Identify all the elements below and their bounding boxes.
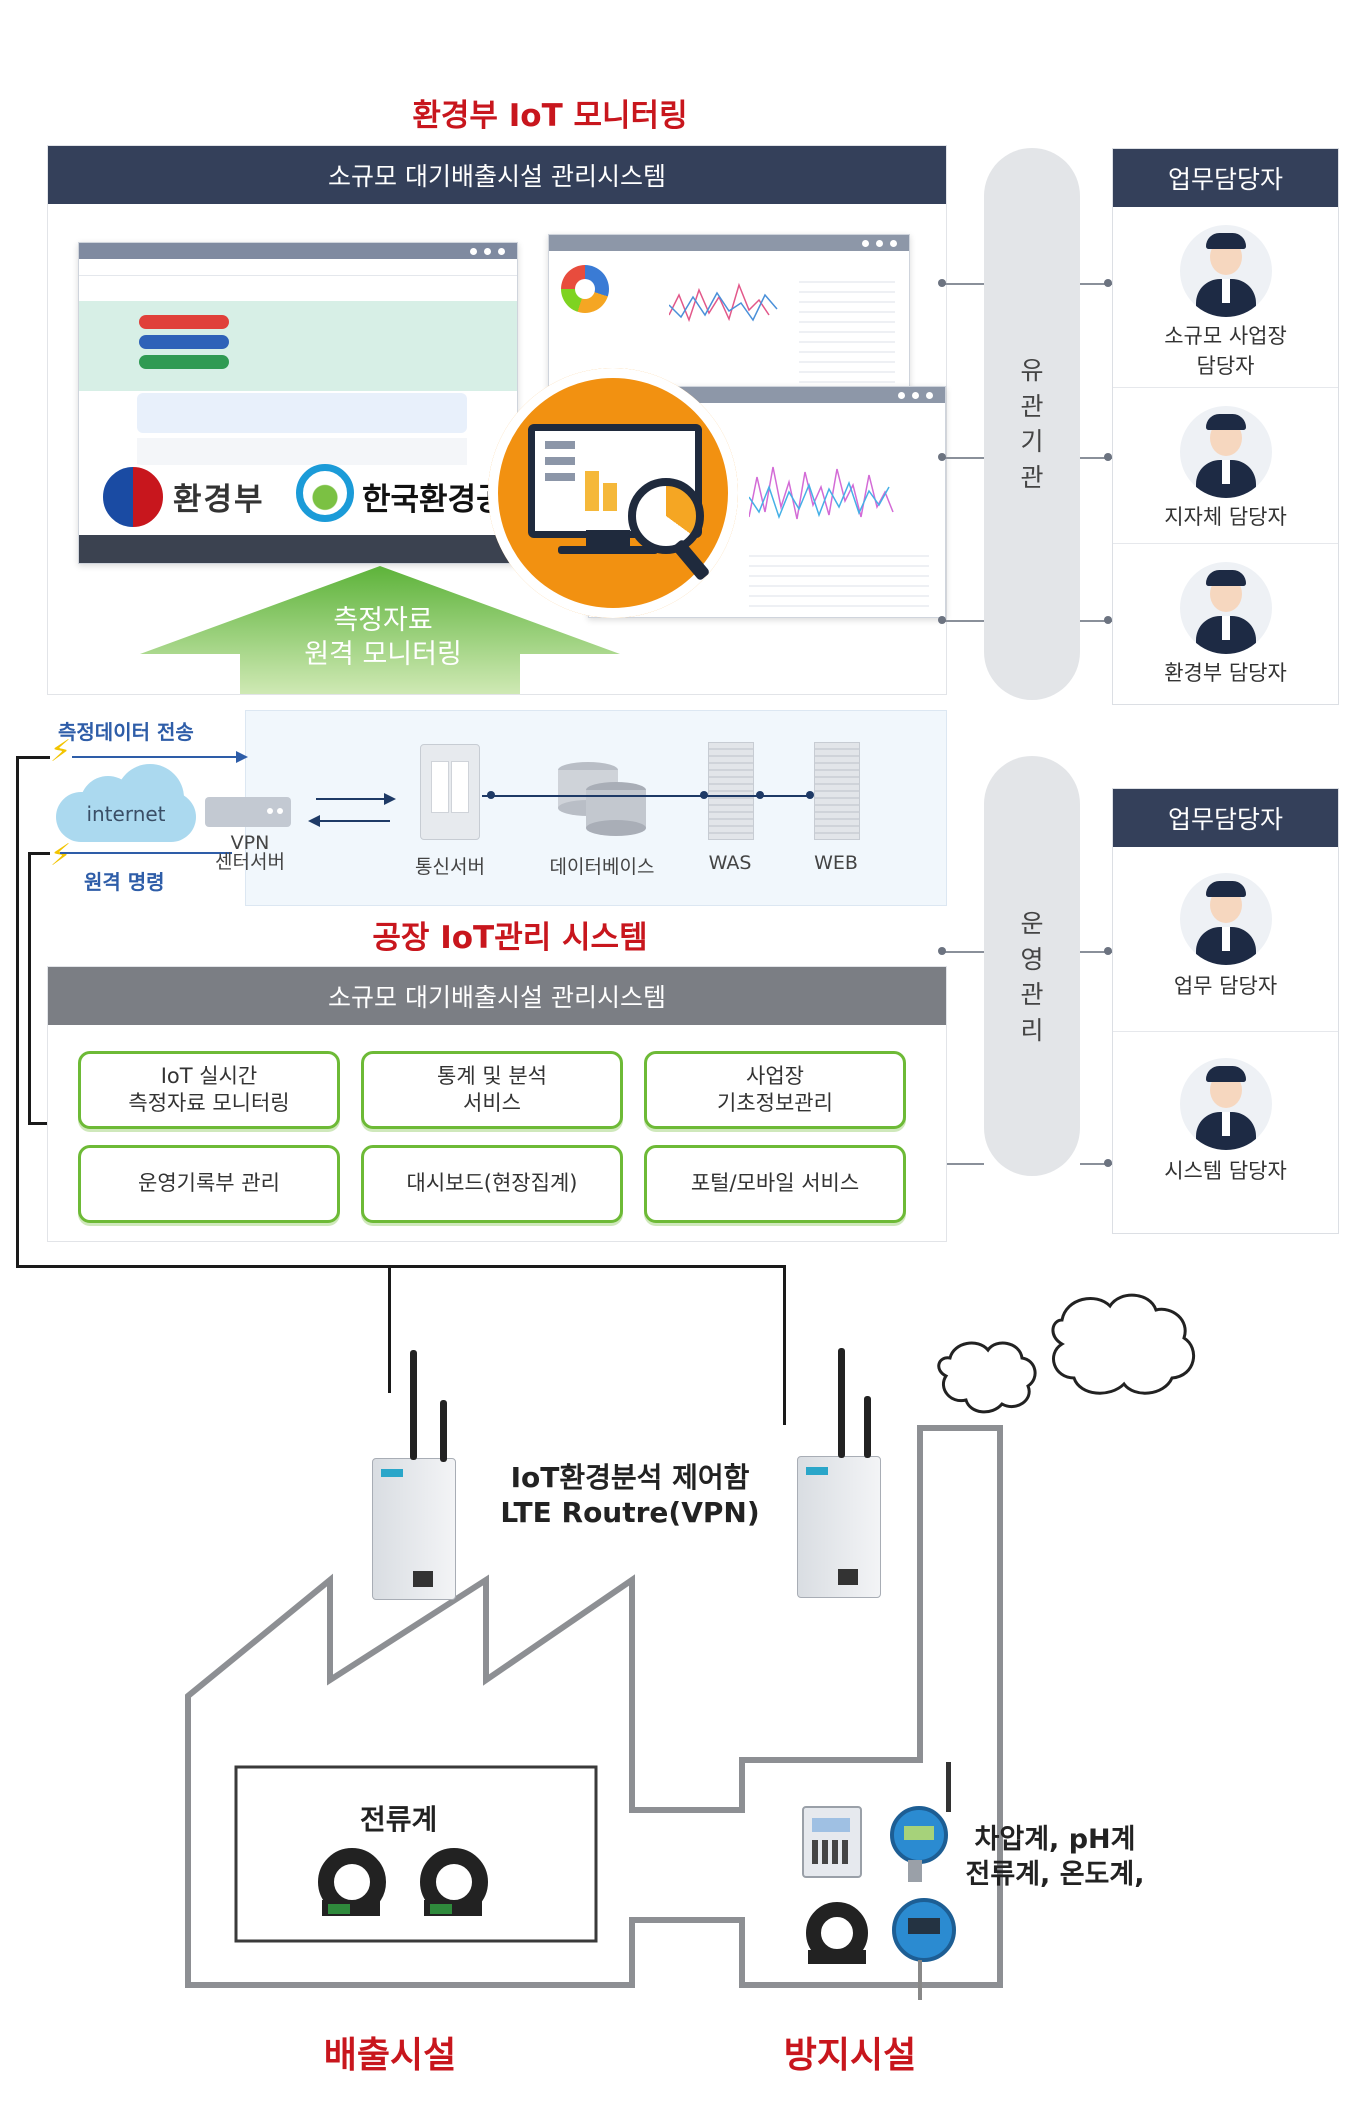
remote-command-label: 원격 명령 [84,870,165,894]
corp-logo [296,464,354,522]
role-name: 환경부 담당자 [1164,661,1287,685]
person-icon [1179,406,1272,498]
emission-facility-label: 배출시설 [323,2035,457,2076]
role-cell: 소규모 사업장 담당자 [1113,207,1338,387]
bottom-system-panel: 소규모 대기배출시설 관리시스템 IoT 실시간 측정자료 모니터링 통계 및 … [47,966,947,1242]
factory-outline [185,1293,1195,1988]
server-label: WEB [814,852,858,874]
lightning-icon: ⚡ [50,734,72,769]
roles-top-header: 업무담당자 [1113,149,1338,207]
roles-bottom-box: 업무담당자 업무 담당자 시스템 담당자 [1112,788,1339,1234]
sensors-label: 차압계, pH계 전류계, 온도계, [965,1824,1145,1891]
server-label: 데이터베이스 [549,856,655,878]
iot-monitoring-title: 환경부 IoT 모니터링 [412,98,688,134]
vpn-label: VPN 센터서버 [215,832,285,873]
lte-router-icon [372,1458,456,1600]
person-icon [1179,562,1272,654]
data-send-label: 측정데이터 전송 [58,720,194,744]
operation-mgmt-label: 운 영 관 리 [1020,909,1044,1045]
related-agencies-label: 유 관 기 관 [1020,356,1044,492]
service-button[interactable]: 대시보드(현장집계) [361,1145,623,1223]
thermometer-icon [892,1898,956,1962]
upload-arrow-icon [140,566,620,694]
role-name: 업무 담당자 [1173,974,1278,998]
router-label: IoT환경분석 제어함 LTE Routre(VPN) [500,1461,760,1529]
person-icon [1179,873,1272,965]
role-cell: 업무 담당자 [1113,847,1338,1031]
lte-router-icon [797,1456,881,1598]
role-name: 지자체 담당자 [1164,505,1287,529]
controller-device-icon [802,1806,862,1878]
operation-mgmt-pill: 운 영 관 리 [984,756,1080,1176]
current-meter-label: 전류계 [360,1803,438,1836]
person-icon [1179,225,1272,317]
service-button[interactable]: IoT 실시간 측정자료 모니터링 [78,1051,340,1129]
internet-cloud-icon: internet [56,764,196,844]
server-label: WAS [708,852,752,874]
top-panel-header: 소규모 대기배출시설 관리시스템 [48,146,946,204]
ministry-logo [100,464,166,530]
role-name: 소규모 사업장 담당자 [1164,324,1287,379]
donut-chart-icon [561,265,609,313]
service-button[interactable]: 통계 및 분석 서비스 [361,1051,623,1129]
magnifier-icon [628,478,704,554]
vpn-server-icon [205,797,291,827]
roles-bottom-header: 업무담당자 [1113,789,1338,847]
top-system-panel: 소규모 대기배출시설 관리시스템 환경부 한국환경공단 [47,145,947,695]
internet-label: internet [86,802,166,826]
roles-top-box: 업무담당자 소규모 사업장 담당자 지자체 담당자 환경부 담당자 [1112,148,1339,705]
web-server-icon [814,742,860,840]
database-icon [558,762,648,842]
factory-iot-title: 공장 IoT관리 시스템 [372,920,648,956]
role-name: 시스템 담당자 [1164,1159,1287,1183]
server-label: 통신서버 [415,856,485,878]
monitoring-analytics-icon [488,368,738,618]
role-cell: 지자체 담당자 [1113,387,1338,544]
service-button[interactable]: 포털/모바일 서비스 [644,1145,906,1223]
service-button[interactable]: 사업장 기초정보관리 [644,1051,906,1129]
service-button[interactable]: 운영기록부 관리 [78,1145,340,1223]
related-agencies-pill: 유 관 기 관 [984,148,1080,700]
role-cell: 시스템 담당자 [1113,1031,1338,1232]
lightning-icon: ⚡ [50,838,72,873]
pressure-gauge-icon [890,1806,948,1864]
role-cell: 환경부 담당자 [1113,543,1338,704]
was-server-icon [708,742,754,840]
comm-server-icon [420,744,480,840]
bottom-panel-header: 소규모 대기배출시설 관리시스템 [48,967,946,1025]
person-icon [1179,1058,1272,1150]
prevention-facility-label: 방지시설 [783,2035,917,2076]
remote-monitoring-label: 측정자료 원격 모니터링 [304,605,462,670]
ministry-logo-text: 환경부 [173,482,265,518]
